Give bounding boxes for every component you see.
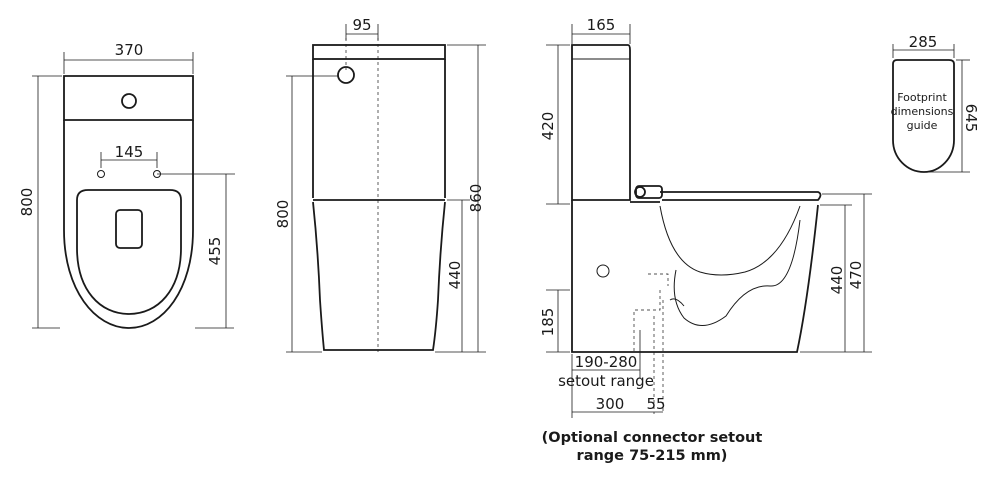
front-cistern-sides [312,59,446,198]
top-tank-outline [63,75,194,121]
front-inlet [337,66,355,84]
side-seat-top-label: 470 [847,261,865,290]
side-trapway [673,219,801,326]
left-bolt-hole [97,170,105,178]
top-width-label: 370 [115,41,144,59]
front-cistern-lid [312,44,446,60]
top-seat-outline [76,189,182,315]
top-seat-lid-handle [115,209,143,249]
front-total-height-label: 860 [467,184,485,213]
side-pan-body [571,200,819,353]
front-pan-outline [312,201,446,351]
footprint-guide-line1: Footprint [897,91,947,104]
side-view: 165 420 185 440 470 190-280 setout range… [539,16,872,464]
footprint-view: 285 645 Footprint dimensions guide [891,33,980,173]
side-setout-label: 190-280 [575,353,638,371]
front-height-label: 800 [274,200,292,229]
side-setout-text: setout range [558,372,654,390]
side-outlet-gap-label: 55 [646,395,665,413]
connector-note-line1: (Optional connector setout [542,430,763,446]
side-cistern-depth-label: 165 [587,16,616,34]
side-pan-height-label: 440 [828,266,846,295]
side-cistern [571,44,631,201]
side-outlet-dashed [633,273,669,352]
top-inlet-hole [121,93,137,109]
bolt-spacing-label: 145 [115,143,144,161]
top-outlet-height-label: 455 [206,237,224,266]
footprint-width-label: 285 [909,33,938,51]
connector-note-line2: range 75-215 mm) [577,448,728,464]
front-view: 95 800 860 440 [274,16,486,353]
top-view: 370 800 145 455 [18,41,235,329]
footprint-outline [892,59,955,173]
front-inlet-offset-label: 95 [352,16,371,34]
side-seat [660,191,822,201]
footprint-guide-line3: guide [907,119,938,132]
top-pan-outline [63,120,194,329]
side-base-depth-label: 300 [596,395,625,413]
side-cistern-height-label: 420 [539,112,557,141]
front-seat-height-label: 440 [446,261,464,290]
footprint-depth-label: 645 [962,104,980,133]
top-height-label: 800 [18,188,36,217]
side-outlet-height-label: 185 [539,308,557,337]
side-bowl-interior [659,205,801,276]
side-access-hole [596,264,610,278]
side-hinge [634,186,646,198]
footprint-guide-line2: dimensions [891,105,954,118]
